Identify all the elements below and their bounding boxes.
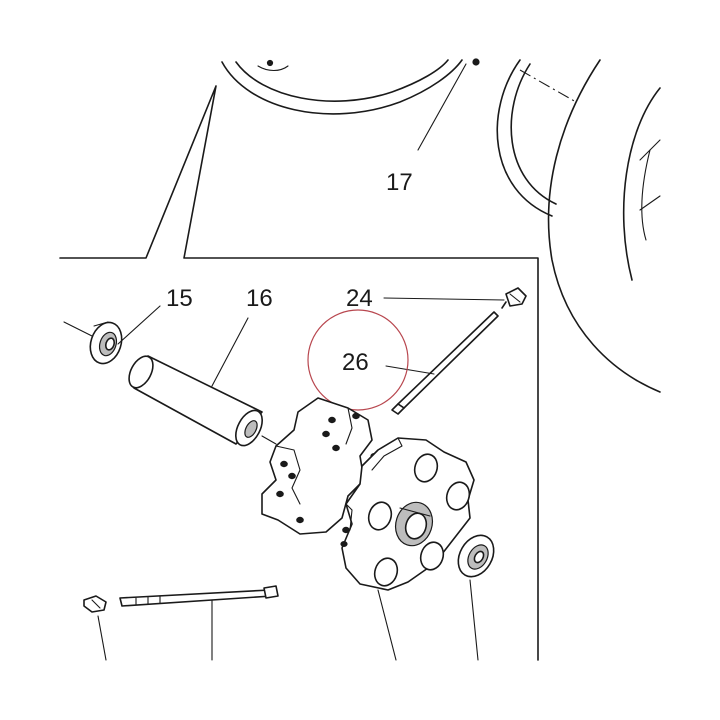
callout-24: 24 <box>346 285 373 312</box>
callout-17: 17 <box>386 169 413 196</box>
bearing-right <box>457 534 495 578</box>
leader-24 <box>383 297 505 301</box>
callout-16: 16 <box>246 285 273 312</box>
leader-16 <box>211 317 249 387</box>
long-bolt <box>119 585 279 607</box>
lower-leaders <box>97 579 479 661</box>
inset-frame <box>59 85 539 661</box>
bearing-15 <box>63 321 123 365</box>
spacer-tube-16 <box>128 355 277 447</box>
wheel-rim-upper-right <box>472 58 661 393</box>
wheel-rim-upper-left <box>221 59 463 115</box>
leader-15 <box>117 305 161 345</box>
leader-26 <box>385 365 435 375</box>
highlight-circle <box>307 309 409 411</box>
cush-drive-hub <box>340 437 475 591</box>
leader-17 <box>417 63 467 151</box>
sprocket-carrier <box>261 397 378 535</box>
callout-15: 15 <box>166 285 193 312</box>
bolt-24 <box>501 287 527 309</box>
short-bolt <box>83 595 107 613</box>
callout-26: 26 <box>342 349 369 376</box>
